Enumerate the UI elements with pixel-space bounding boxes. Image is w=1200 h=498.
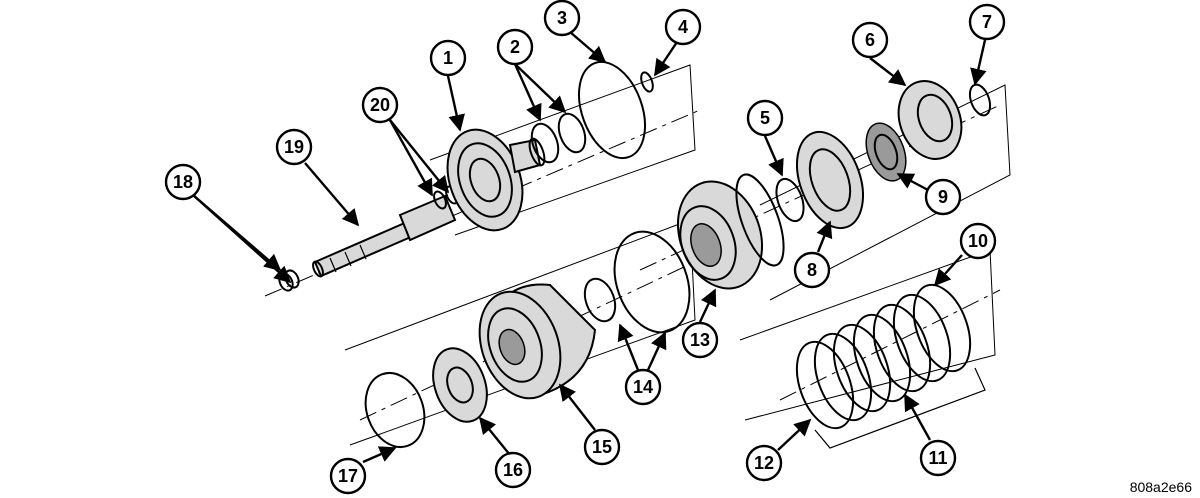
clutch-pack-frame <box>739 249 996 421</box>
part-5-snap-ring <box>775 177 805 223</box>
callout-6: 6 <box>851 21 889 59</box>
callout-16: 16 <box>494 451 532 489</box>
callout-19: 19 <box>275 128 313 166</box>
callout-17: 17 <box>329 457 367 495</box>
figure-id: 808a2e66 <box>1130 479 1193 495</box>
callout-10: 10 <box>959 222 997 260</box>
callout-19-label: 19 <box>284 137 304 157</box>
part-15-drum <box>478 283 597 400</box>
callout-8: 8 <box>793 251 831 289</box>
callout-9-label: 9 <box>938 187 948 207</box>
part-4-ring <box>640 71 654 93</box>
callout-3-label: 3 <box>557 8 567 28</box>
callout-13: 13 <box>681 321 719 359</box>
part-13-clutch-hub <box>676 173 785 290</box>
part-17-snap-ring <box>364 372 426 448</box>
part-2-seal-rings <box>530 112 587 164</box>
callout-20-label: 20 <box>370 95 390 115</box>
callout-18-label: 18 <box>173 172 193 192</box>
callout-5-label: 5 <box>760 108 770 128</box>
callout-4-label: 4 <box>678 17 688 37</box>
clutch-pack-bracket <box>814 367 986 449</box>
callout-5: 5 <box>746 99 784 137</box>
callout-4: 4 <box>664 8 702 46</box>
callout-2: 2 <box>496 28 534 66</box>
callout-11: 11 <box>919 439 957 477</box>
callout-20: 20 <box>361 86 399 124</box>
part-6-retainer <box>897 80 963 160</box>
callout-13-label: 13 <box>690 330 710 350</box>
callout-7: 7 <box>968 3 1006 41</box>
callout-12: 12 <box>745 444 783 482</box>
callout-16-label: 16 <box>503 460 523 480</box>
callout-3: 3 <box>543 0 581 37</box>
callout-12-label: 12 <box>754 453 774 473</box>
callout-8-label: 8 <box>807 260 817 280</box>
part-1-housing <box>446 128 546 232</box>
part-7-snap-ring <box>968 83 992 117</box>
callout-1-label: 1 <box>443 48 453 68</box>
callout-9: 9 <box>924 178 962 216</box>
callout-15-label: 15 <box>592 437 612 457</box>
clutch-pack-plates <box>795 283 972 430</box>
callout-11-label: 11 <box>928 448 947 468</box>
part-8-piston <box>796 130 864 230</box>
leader-lines <box>192 31 987 464</box>
callout-17-label: 17 <box>338 466 358 486</box>
callout-6-label: 6 <box>865 30 875 50</box>
callout-2-label: 2 <box>510 37 520 57</box>
part-14-seal-rings <box>583 230 691 334</box>
part-9-spring <box>865 122 907 182</box>
part-16-plate <box>432 347 488 423</box>
callout-18: 18 <box>164 163 202 201</box>
part-19-input-shaft <box>312 194 457 278</box>
callout-14-label: 14 <box>633 377 653 397</box>
callout-14: 14 <box>624 368 662 406</box>
callout-10-label: 10 <box>968 231 988 251</box>
callout-1: 1 <box>429 39 467 77</box>
callout-7-label: 7 <box>982 12 992 32</box>
callout-15: 15 <box>583 428 621 466</box>
